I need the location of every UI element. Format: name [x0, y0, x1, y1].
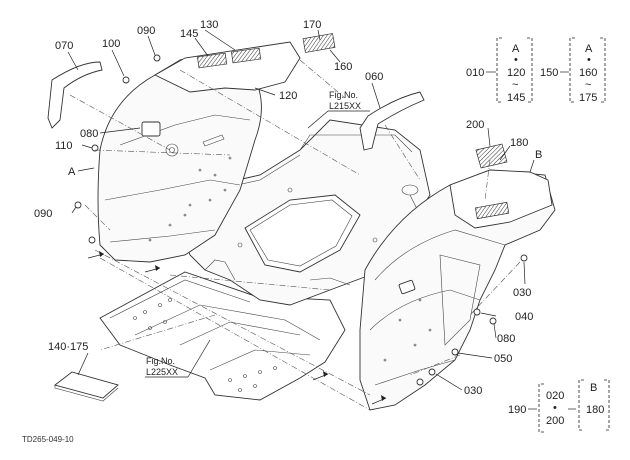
legend-150-tilde: ~ [585, 79, 591, 91]
callout-070: 070 [55, 40, 73, 52]
fig-ref-bottom-label: Fig.No. [146, 356, 175, 366]
callout-160: 160 [334, 61, 352, 73]
callout-090-top: 090 [137, 25, 155, 37]
callout-080-left: 080 [80, 128, 98, 140]
callout-060: 060 [365, 71, 383, 83]
direction-arrows [87, 251, 387, 405]
legend-190-to: 200 [546, 415, 564, 427]
fig-ref-top-number: L215XX [329, 101, 361, 111]
legend-190-code: 190 [508, 404, 526, 416]
callout-110: 110 [55, 140, 73, 152]
callout-040: 040 [515, 311, 533, 323]
callout-050: 050 [494, 353, 512, 365]
legend-010-code: 010 [466, 67, 484, 79]
callout-180: 180 [510, 137, 528, 149]
legend-150-to: 175 [579, 92, 597, 104]
legend-group-150: 150 A • 160 ~ 175 [540, 37, 606, 104]
drawing-id: TD265-049-10 [22, 435, 74, 444]
legend-150-dot: • [587, 54, 591, 66]
legend-190-value: 180 [586, 404, 604, 416]
callout-030-bottom: 030 [464, 385, 482, 397]
callout-080-right: 080 [497, 333, 515, 345]
right-grip [359, 91, 425, 151]
callout-100: 100 [102, 38, 120, 50]
callout-B-fender: B [535, 149, 542, 161]
callout-120: 120 [279, 90, 297, 102]
callout-140-175: 140·175 [48, 341, 88, 353]
center-deck [174, 119, 431, 306]
legend-010-tilde: ~ [512, 79, 518, 91]
legend-group-190: 190 020 • 200 B 180 [508, 379, 610, 433]
legend-190-dot: • [553, 402, 557, 414]
mat-170 [302, 33, 336, 53]
legend-010-to: 145 [507, 92, 525, 104]
callout-200: 200 [466, 119, 484, 131]
callout-130: 130 [200, 19, 218, 31]
callout-A-fender: A [68, 166, 76, 178]
legend-group-010: 010 A • 120 ~ 145 [466, 37, 533, 104]
callout-030-right: 030 [513, 287, 531, 299]
callout-labels: 070 100 090 145 130 170 160 120 060 080 … [34, 19, 542, 397]
mat-200 [475, 143, 508, 169]
callout-145: 145 [180, 28, 198, 40]
leader-lines [67, 29, 535, 391]
figure-reference-top: Fig.No. L215XX [307, 90, 370, 129]
legend-010-variant: A [512, 43, 520, 55]
legend-190-from: 020 [546, 390, 564, 402]
callout-170: 170 [303, 19, 321, 31]
bolts [74, 54, 528, 386]
projection-lines [69, 59, 521, 411]
mat-140-175 [54, 371, 119, 402]
legend-010-dot: • [514, 54, 518, 66]
right-fender [359, 169, 556, 411]
left-grip [47, 61, 103, 129]
legend-010-from: 120 [507, 67, 525, 79]
fig-ref-top-label: Fig.No. [329, 90, 358, 100]
figure-reference-bottom: Fig.No. L225XX [145, 339, 211, 378]
callout-090-left: 090 [34, 208, 52, 220]
left-fender [97, 41, 301, 263]
fig-ref-bottom-number: L225XX [146, 367, 178, 377]
legend-150-from: 160 [579, 67, 597, 79]
legend-150-variant: A [585, 43, 593, 55]
legend-150-code: 150 [540, 67, 558, 79]
legend-190-variant: B [590, 382, 597, 394]
